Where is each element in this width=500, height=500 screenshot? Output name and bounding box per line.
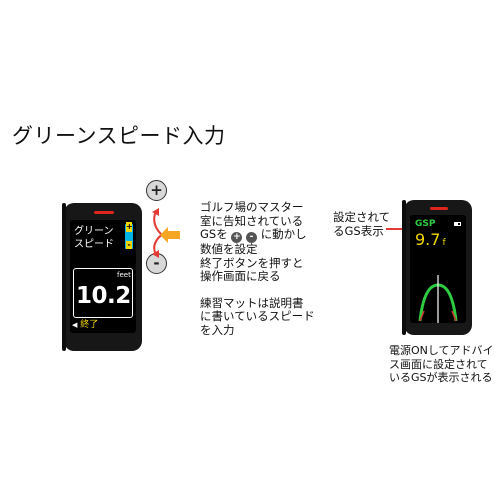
caption-line: 電源ONしてアドバイ	[389, 344, 494, 357]
plus-button[interactable]: +	[146, 180, 167, 201]
instruction-line: ゴルフ場のマスター	[200, 200, 304, 214]
left-device-screen: グリーン スピード + - feet 10.2 ◀ 終了	[70, 220, 136, 333]
arc-base-right	[451, 310, 457, 322]
gs-label-line: るGS表示	[333, 223, 384, 238]
arc-base-left	[419, 310, 425, 322]
gs-label: GSP	[415, 219, 436, 229]
battery-level-fill	[455, 223, 458, 225]
gs-value-number: 9.7	[415, 230, 441, 249]
instruction-line: 練習マットは説明書	[200, 295, 304, 310]
value-adjust-control[interactable]	[125, 224, 133, 249]
screen-title: グリーン スピード	[74, 225, 114, 251]
instruction-line-suffix: に動かし	[260, 227, 307, 241]
rotate-arrows-icon	[152, 208, 180, 258]
end-button-label: 終了	[80, 320, 99, 330]
minus-button[interactable]: -	[146, 253, 167, 274]
instruction-line: GSを + - に動かし	[200, 227, 315, 243]
screen-title-line1: グリーン	[74, 226, 114, 237]
battery-icon	[454, 222, 461, 226]
minus-glyph: -	[126, 240, 132, 249]
page-title: グリーンスピード入力	[12, 124, 226, 148]
rotate-arrowhead-up	[152, 208, 159, 216]
pointer-arrow	[160, 227, 180, 243]
gs-label-line: 設定されて	[333, 210, 391, 224]
instruction-line: 終了ボタンを押すと	[200, 255, 304, 270]
screen-title-line2: スピード	[74, 239, 114, 250]
instruction-line: 操作画面に戻る	[200, 269, 281, 283]
value-display: 10.2	[76, 283, 131, 309]
instruction-line: 室に告知されている	[200, 213, 304, 228]
instruction-line: を入力	[200, 322, 235, 337]
instruction-line: に書いているスピード	[200, 309, 315, 323]
instruction-line-prefix: GSを	[200, 227, 228, 241]
minus-icon: -	[246, 232, 258, 243]
plus-glyph: +	[126, 222, 133, 232]
gs-display-label: 設定されて るGS表示	[333, 210, 391, 238]
device-indicator-bar	[430, 207, 448, 210]
gs-unit: f	[442, 238, 446, 248]
unit-label: feet	[117, 271, 131, 279]
caption-line: ス画面に設定されて	[389, 357, 488, 371]
plus-icon: +	[231, 232, 243, 243]
instruction-line: 数値を設定	[200, 242, 258, 256]
caption-line: いるGSが表示される	[389, 371, 493, 384]
end-button[interactable]: ◀ 終了	[72, 320, 98, 331]
left-device: グリーン スピード + - feet 10.2 ◀ 終了	[62, 203, 142, 351]
instructions: ゴルフ場のマスター 室に告知されている GSを + - に動かし 数値を設定 終…	[200, 200, 315, 337]
green-arc-graphic	[418, 275, 458, 323]
device-indicator-bar	[94, 211, 114, 214]
rotate-arrowhead-down	[152, 250, 159, 258]
value-box	[73, 268, 133, 318]
right-caption: 電源ONしてアドバイ ス画面に設定されて いるGSが表示される	[389, 344, 494, 385]
back-arrow-icon: ◀	[72, 321, 78, 329]
